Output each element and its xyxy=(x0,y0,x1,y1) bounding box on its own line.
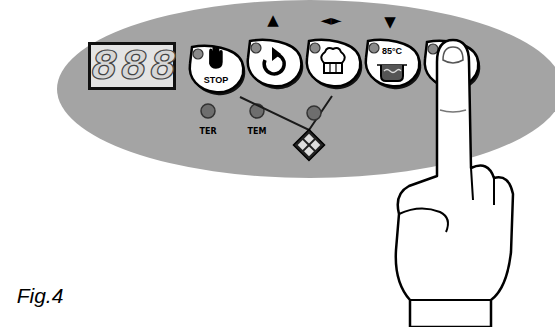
circular-arrow-icon xyxy=(264,47,284,74)
pressing-hand xyxy=(396,40,513,327)
reset-button xyxy=(248,40,304,89)
button-led xyxy=(428,44,438,54)
finger-crease xyxy=(493,178,495,205)
digit-display: 888 xyxy=(88,42,176,90)
button-led xyxy=(310,43,320,53)
hand-outline xyxy=(396,40,513,327)
keypad-symbol xyxy=(293,129,324,160)
pot-body xyxy=(381,65,403,81)
button-led xyxy=(193,49,203,59)
button-body xyxy=(190,46,244,92)
chef-hat-icon xyxy=(321,48,345,73)
button-body xyxy=(248,40,302,86)
control-panel xyxy=(57,0,555,178)
display-digits: 888 xyxy=(91,45,173,89)
pressed-button xyxy=(425,41,481,90)
button-led xyxy=(369,43,379,53)
keypad-key xyxy=(304,146,314,156)
cuff-line xyxy=(410,299,491,301)
indicator-led xyxy=(307,106,321,120)
figure-caption: Fig.4 xyxy=(17,284,64,308)
led-label: TEM xyxy=(248,127,267,136)
up-arrow-symbol: ▲ xyxy=(267,11,279,29)
button-label: STOP xyxy=(186,75,246,85)
led-label: TER xyxy=(199,127,216,136)
keypad-key xyxy=(298,140,308,150)
pot-rim xyxy=(377,64,407,66)
left-right-arrow-symbol: ◄► xyxy=(320,12,342,28)
button-body xyxy=(425,41,479,87)
pot-icon xyxy=(377,65,407,81)
hat-line xyxy=(329,64,330,72)
hat-line xyxy=(335,64,336,72)
keypad-base xyxy=(293,129,324,160)
button-outline xyxy=(362,36,422,90)
down-arrow-symbol: ▼ xyxy=(384,13,396,31)
stop-hand-icon xyxy=(209,46,223,69)
temperature-button: 85°C xyxy=(362,36,422,90)
arrow-arc xyxy=(264,54,284,74)
stop-button: STOP xyxy=(186,42,246,96)
keypad-key xyxy=(304,134,314,144)
combination-lines xyxy=(240,96,332,130)
button-label: 85°C xyxy=(362,46,422,56)
knuckle-line xyxy=(440,110,466,112)
button-body xyxy=(307,40,361,86)
hat-band xyxy=(324,63,342,73)
button-led xyxy=(251,43,261,53)
finger-nail xyxy=(443,47,463,63)
water-wave xyxy=(384,70,401,73)
thumb-line xyxy=(399,208,448,232)
finger-crease xyxy=(471,168,473,200)
button-outline xyxy=(186,42,246,96)
indicator-led xyxy=(201,104,215,118)
keypad-key xyxy=(310,140,320,150)
hand-shape xyxy=(209,46,223,69)
hat-top xyxy=(321,48,345,63)
program-button xyxy=(307,40,363,89)
arrow-head xyxy=(272,47,281,61)
